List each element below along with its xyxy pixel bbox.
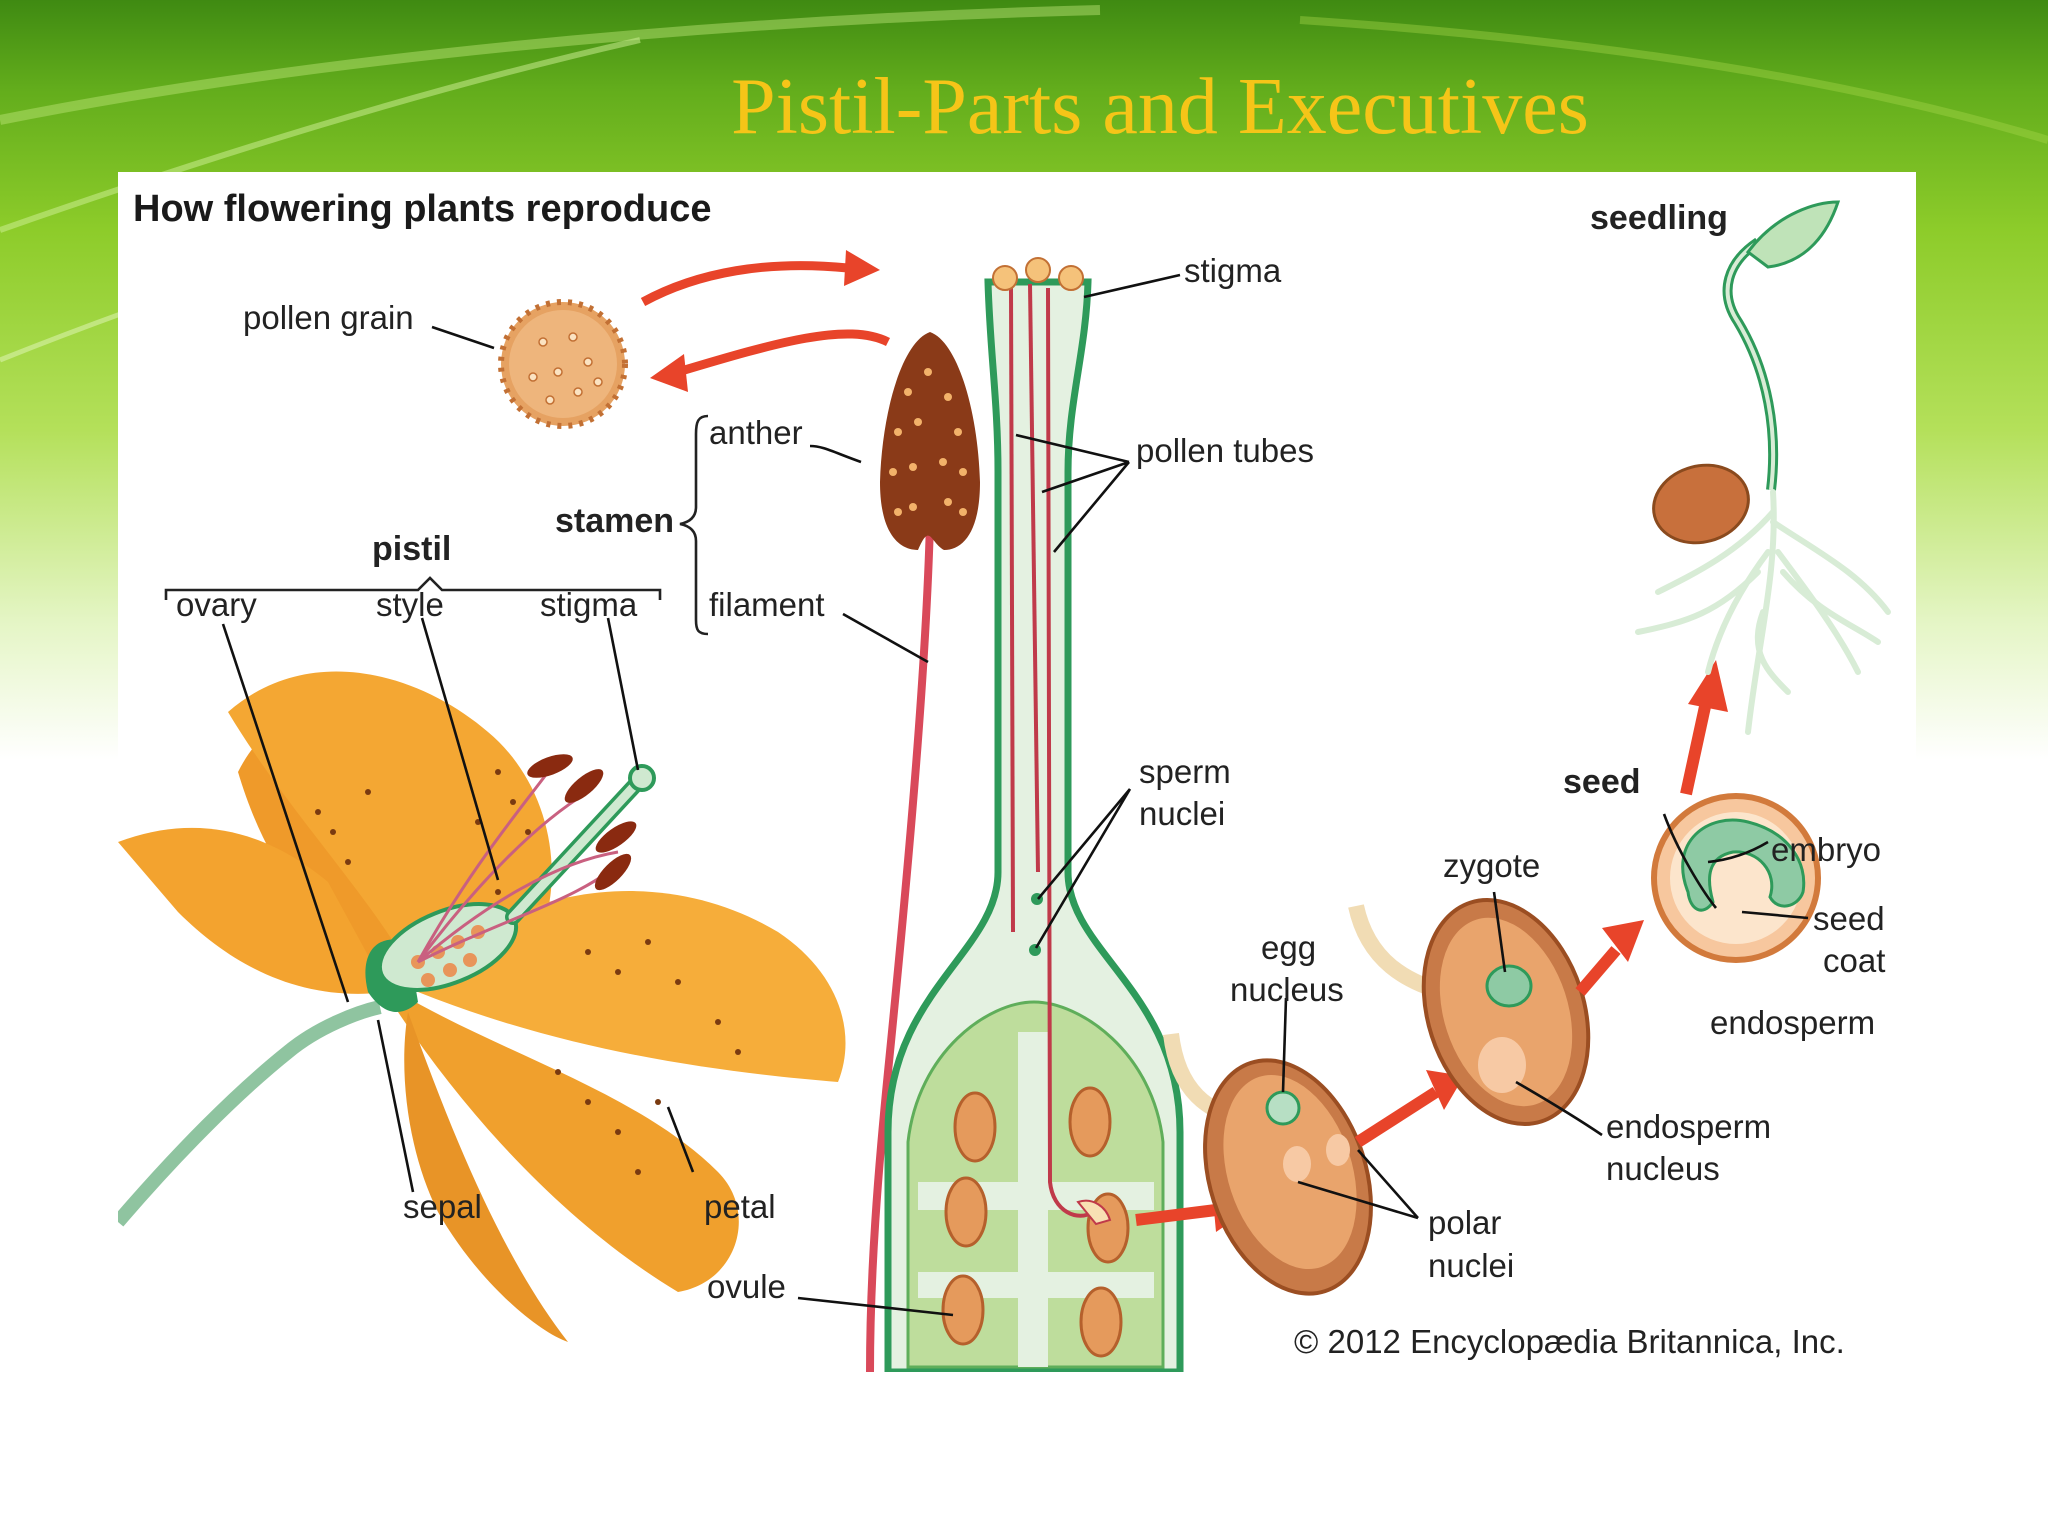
petal-spots	[315, 769, 741, 1175]
anther-pollen-dots	[889, 368, 967, 516]
copyright-notice: © 2012 Encyclopædia Britannica, Inc.	[1294, 1323, 1845, 1360]
embryo-shape	[1681, 818, 1806, 912]
anther-shape	[880, 332, 980, 550]
sequence-arrow-3	[1575, 946, 1621, 996]
stamen-bracket	[679, 414, 709, 636]
sequence-arrow-4	[1680, 700, 1712, 796]
polar-nucleus-a	[1283, 1146, 1311, 1182]
label-stigma-flower: stigma	[540, 586, 638, 623]
flower-stamens	[416, 771, 619, 964]
zygote-stage-sac	[1439, 917, 1573, 1107]
slide-title: Pistil-Parts and Executives	[731, 63, 1589, 151]
label-sepal: sepal	[403, 1188, 482, 1225]
label-sperm-nuclei: nuclei	[1139, 795, 1225, 832]
label-egg: egg	[1261, 929, 1316, 966]
label-polar: polar	[1428, 1204, 1501, 1241]
label-embryo: embryo	[1771, 831, 1881, 868]
seedling-stem-inner	[1725, 240, 1776, 491]
label-endosperm: endosperm	[1710, 1004, 1875, 1041]
style-inner	[508, 777, 643, 922]
seedling-stem	[1722, 237, 1779, 491]
stigma-pollen	[992, 257, 1084, 291]
pollen-tube-tip	[1076, 1199, 1112, 1226]
label-petal: petal	[704, 1188, 776, 1225]
pollination-arrow	[640, 261, 849, 306]
label-polar-nuclei: nuclei	[1428, 1247, 1514, 1284]
label-zygote: zygote	[1443, 847, 1540, 884]
pistil-ovules	[941, 1086, 1130, 1358]
sequence-arrow-2	[1354, 1086, 1440, 1148]
pollination-arrowhead	[844, 250, 880, 286]
seedling-leaf	[1745, 200, 1841, 269]
seedling-roots	[1635, 489, 1891, 735]
fertilization-sequence	[1135, 660, 1821, 1296]
label-seed-coat-line1: seed	[1813, 900, 1885, 937]
release-arrow	[676, 329, 891, 377]
label-sperm: sperm	[1139, 753, 1231, 790]
petal-right	[418, 891, 846, 1082]
seedling-illustration	[1635, 200, 1891, 735]
zygote-shape	[1485, 964, 1533, 1008]
pistil-bracket	[164, 576, 662, 600]
petal-left	[118, 827, 388, 994]
reproduction-diagram: How flowering plants reproduce pollen gr…	[118, 188, 1891, 1372]
label-pollen-tubes: pollen tubes	[1136, 432, 1314, 469]
petal-lower	[404, 1012, 568, 1342]
figure-panel: How flowering plants reproduce pollen gr…	[118, 172, 1916, 1372]
label-stigma-top: stigma	[1184, 252, 1282, 289]
label-style: style	[376, 586, 444, 623]
flower-stem	[118, 1000, 382, 1227]
label-filament: filament	[709, 586, 825, 623]
label-seed: seed	[1563, 763, 1641, 801]
endosperm-nucleus-shape	[1478, 1037, 1526, 1093]
pistil-illustration	[884, 257, 1184, 1372]
leader-lines	[221, 273, 1809, 1317]
label-stamen: stamen	[555, 502, 674, 540]
sequence-arrow-1	[1135, 1204, 1217, 1226]
label-seed-coat-line2: coat	[1823, 942, 1885, 979]
label-endosperm-nucleus-line1: endosperm	[1606, 1108, 1771, 1145]
seedling-seed	[1652, 463, 1750, 545]
sequence-arrowhead-4	[1688, 660, 1728, 712]
release-arrowhead	[650, 354, 688, 392]
label-egg-nucleus: nucleus	[1230, 971, 1344, 1008]
label-seedling: seedling	[1590, 199, 1728, 237]
polar-nucleus-b	[1326, 1134, 1350, 1166]
label-pistil: pistil	[372, 530, 451, 568]
flower-anthers	[527, 754, 637, 891]
egg-nucleus-shape	[1265, 1090, 1301, 1126]
flower-stigma	[628, 764, 656, 792]
filament-shape	[866, 521, 934, 1372]
stamen-illustration	[866, 332, 980, 1372]
label-pollen-grain: pollen grain	[243, 299, 414, 336]
label-ovary: ovary	[176, 586, 257, 623]
petal	[398, 992, 739, 1292]
lily-flower	[118, 671, 846, 1342]
label-endosperm-nucleus-line2: nucleus	[1606, 1150, 1720, 1187]
pollen-grain-illustration	[498, 299, 628, 429]
sequence-arrowhead-3	[1602, 920, 1644, 962]
figure-heading: How flowering plants reproduce	[133, 188, 712, 230]
label-anther: anther	[709, 414, 803, 451]
label-ovule: ovule	[707, 1268, 786, 1305]
